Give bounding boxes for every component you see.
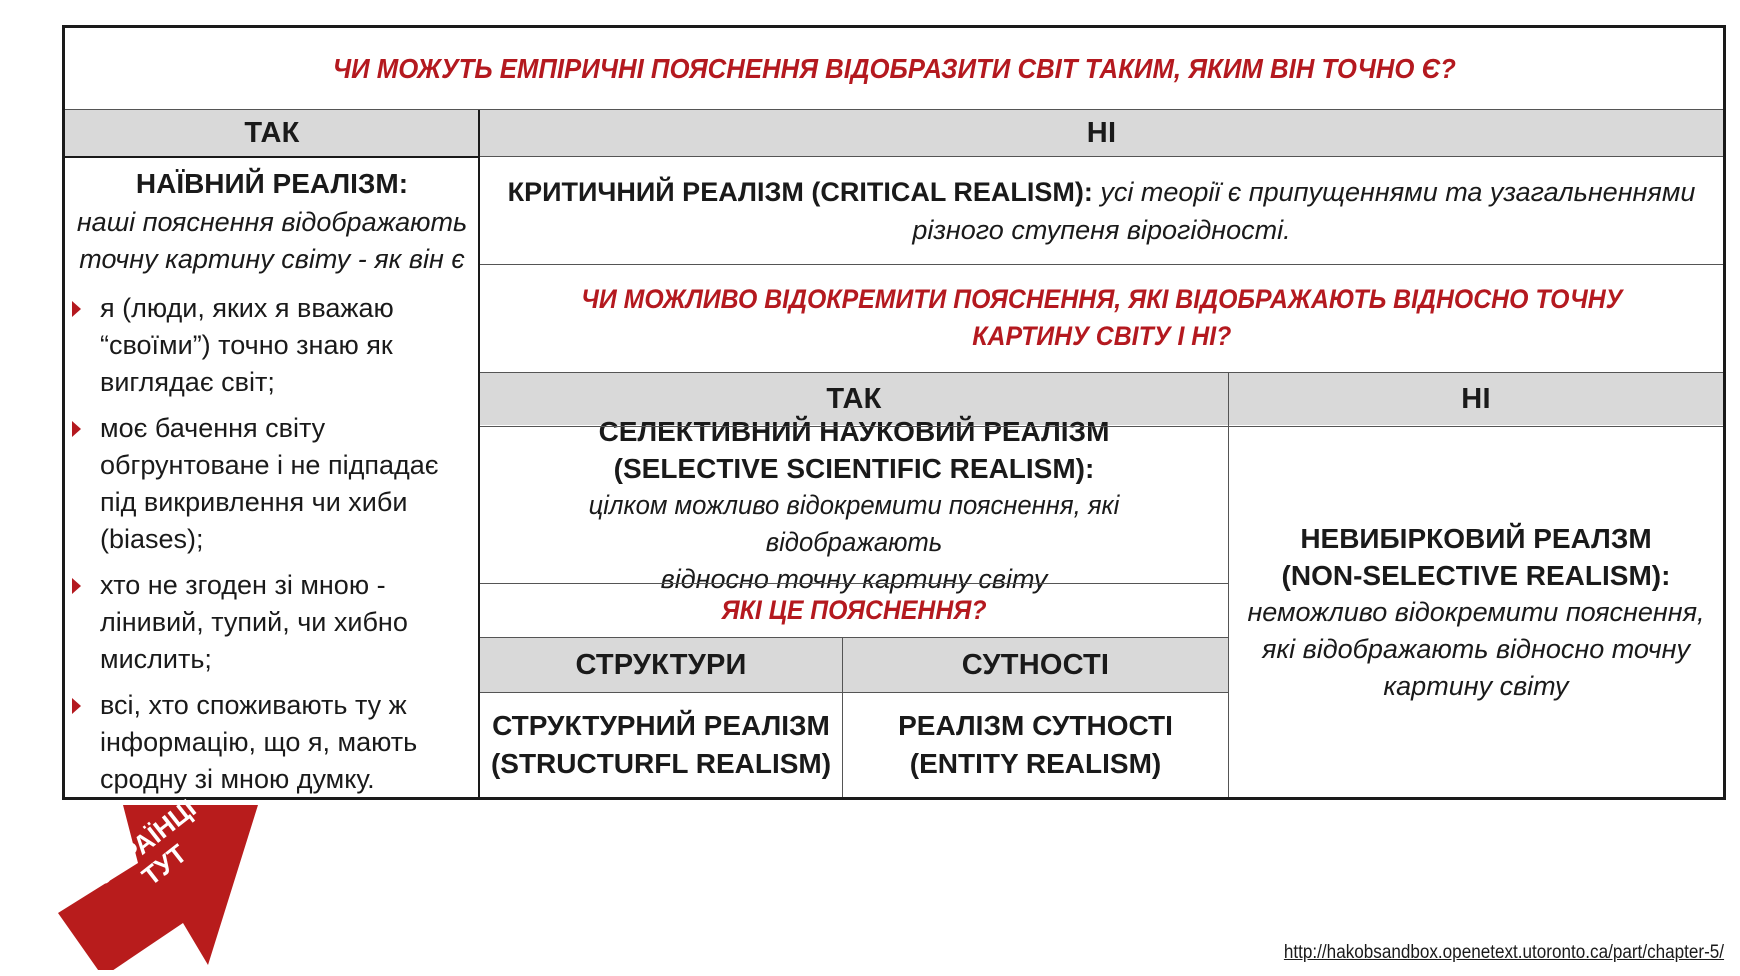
second-question-2: КАРТИНУ СВІТУ І НІ? [971,321,1232,351]
entity-realism-1: РЕАЛІЗМ СУТНОСТІ [898,710,1173,741]
structures-header: СТРУКТУРИ [575,648,747,681]
bullet-arrow-icon [72,698,81,714]
nonselective-realism-title-2: (NON-SELECTIVE REALISM): [1281,559,1671,591]
second-question-cell: ЧИ МОЖЛИВО ВІДОКРЕМИТИ ПОЯСНЕННЯ, ЯКІ ВІ… [480,265,1723,371]
selective-realism-title-2: (SELECTIVE SCIENTIFIC REALISM): [613,452,1095,484]
bullet-arrow-icon [72,301,81,317]
selective-realism-desc-2: відносно точну картину світу [660,563,1048,594]
arrow-shape [58,805,258,970]
yes-header: ТАК [244,116,300,149]
divider [480,372,1723,373]
entities-header-cell: СУТНОСТІ [843,638,1228,692]
list-item: всі, хто споживають ту ж інформацію, що … [70,687,470,798]
nonselective-realism-desc-1: неможливо відокремити пояснення, [1247,596,1705,627]
source-link[interactable]: http://hakobsandbox.openetext.utoronto.c… [1283,942,1724,963]
yes2-header-cell: ТАК [480,373,1228,425]
critical-realism-title: КРИТИЧНИЙ РЕАЛІЗМ (CRITICAL REALISM): [507,176,1093,207]
bullet-arrow-icon [72,421,81,437]
critical-realism-desc-2: різного ступеня вірогідності. [912,214,1291,245]
divider [1228,373,1229,797]
second-question-1: ЧИ МОЖЛИВО ВІДОКРЕМИТИ ПОЯСНЕННЯ, ЯКІ ВІ… [580,284,1623,314]
divider [480,156,1723,157]
no2-header-cell: НІ [1229,373,1723,425]
naive-realism-desc-1: наші пояснення відображають [76,207,468,237]
list-item: хто не згоден зі мною - лінивий, тупий, … [70,567,470,678]
entities-header: СУТНОСТІ [961,648,1110,681]
no-header-cell: НІ [480,110,1723,156]
selective-realism-title-1: СЕЛЕКТИВНИЙ НАУКОВИЙ РЕАЛІЗМ [598,415,1110,447]
nonselective-realism-cell: НЕВИБІРКОВИЙ РЕАЛЗМ (NON-SELECTIVE REALI… [1229,427,1723,797]
naive-realism-heading: НАЇВНИЙ РЕАЛІЗМ: наші пояснення відображ… [65,160,479,284]
divider [480,426,1723,427]
naive-realism-list: я (люди, яких я вважаю “своїми”) точно з… [70,290,470,807]
structural-realism-2: (STRUCTURFL REALISM) [490,748,832,779]
main-question-cell: ЧИ МОЖУТЬ ЕМПІРИЧНІ ПОЯСНЕННЯ ВІДОБРАЗИТ… [65,28,1723,109]
nonselective-realism-title-1: НЕВИБІРКОВИЙ РЕАЛЗМ [1300,522,1652,554]
selective-realism-desc-1: цілком можливо відокремити пояснення, як… [588,489,1120,557]
divider [842,638,843,797]
divider [480,692,1228,693]
structures-header-cell: СТРУКТУРИ [480,638,842,692]
naive-realism-title: НАЇВНИЙ РЕАЛІЗМ: [135,168,409,199]
structural-realism-cell: СТРУКТУРНИЙ РЕАЛІЗМ (STRUCTURFL REALISM) [480,693,842,797]
naive-realism-desc-2: точну картину світу - як він є [79,244,465,274]
critical-realism-cell: КРИТИЧНИЙ РЕАЛІЗМ (CRITICAL REALISM): ус… [480,157,1723,264]
divider [478,110,480,797]
third-question-cell: ЯКІ ЦЕ ПОЯСНЕННЯ? [480,584,1228,637]
critical-realism-desc: усі теорії є припущеннями та узагальненн… [1100,176,1696,207]
bullet-arrow-icon [72,578,81,594]
divider [480,583,1228,584]
entity-realism-cell: РЕАЛІЗМ СУТНОСТІ (ENTITY REALISM) [843,693,1228,797]
no2-header: НІ [1461,382,1491,415]
divider [65,109,1723,110]
list-item: я (люди, яких я вважаю “своїми”) точно з… [70,290,470,401]
selective-realism-cell: СЕЛЕКТИВНИЙ НАУКОВИЙ РЕАЛІЗМ (SELECTIVE … [480,416,1228,594]
ukrainians-here-arrow-icon [58,805,258,970]
divider [65,156,480,158]
yes-header-cell: ТАК [65,110,479,156]
divider [480,637,1228,638]
no-header: НІ [1086,116,1117,149]
yes2-header: ТАК [826,382,882,415]
main-question: ЧИ МОЖУТЬ ЕМПІРИЧНІ ПОЯСНЕННЯ ВІДОБРАЗИТ… [332,53,1456,84]
nonselective-realism-desc-2: які відображають відносно точну [1261,633,1691,664]
divider [480,264,1723,265]
nonselective-realism-desc-3: картину світу [1383,670,1569,701]
structural-realism-1: СТРУКТУРНИЙ РЕАЛІЗМ [492,710,830,741]
diagram-frame [62,25,1726,800]
list-item: моє бачення світу обгрунтоване і не підп… [70,410,470,558]
entity-realism-2: (ENTITY REALISM) [909,748,1162,779]
third-question: ЯКІ ЦЕ ПОЯСНЕННЯ? [721,595,987,625]
